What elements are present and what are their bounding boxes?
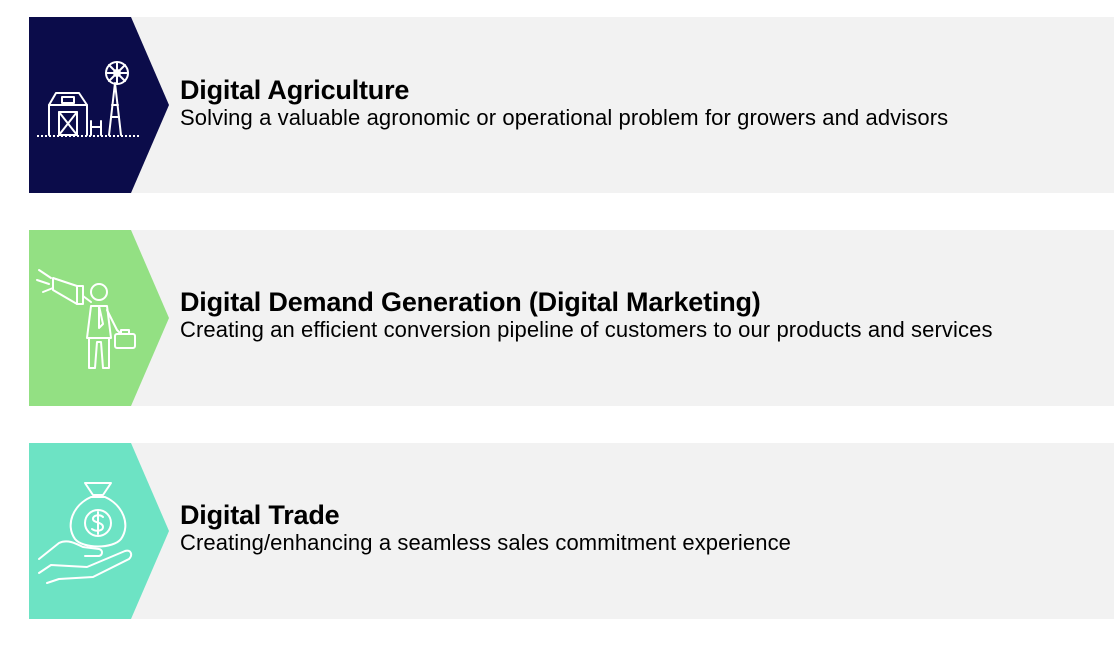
money-bag-hand-icon [38, 482, 133, 584]
chevron-digital-demand-generation [29, 230, 169, 406]
farm-windmill-icon [37, 61, 139, 137]
card-title: Digital Trade [180, 500, 340, 530]
chevron-digital-agriculture [29, 17, 169, 193]
card-text: Digital Demand Generation (Digital Marke… [180, 287, 993, 343]
megaphone-businessman-icon [36, 269, 136, 369]
card-subtitle: Solving a valuable agronomic or operatio… [180, 105, 949, 130]
card-title: Digital Agriculture [180, 75, 410, 105]
card-text: Digital Trade Creating/enhancing a seaml… [180, 500, 791, 556]
card-title: Digital Demand Generation (Digital Marke… [180, 287, 761, 317]
card-subtitle: Creating/enhancing a seamless sales comm… [180, 530, 792, 555]
card-subtitle: Creating an efficient conversion pipelin… [180, 317, 993, 342]
card-digital-agriculture: Digital Agriculture Solving a valuable a… [29, 17, 1114, 193]
card-digital-trade: Digital Trade Creating/enhancing a seaml… [29, 443, 1114, 619]
card-digital-demand-generation: Digital Demand Generation (Digital Marke… [29, 230, 1114, 406]
chevron-digital-trade [29, 443, 169, 619]
card-text: Digital Agriculture Solving a valuable a… [180, 75, 948, 131]
